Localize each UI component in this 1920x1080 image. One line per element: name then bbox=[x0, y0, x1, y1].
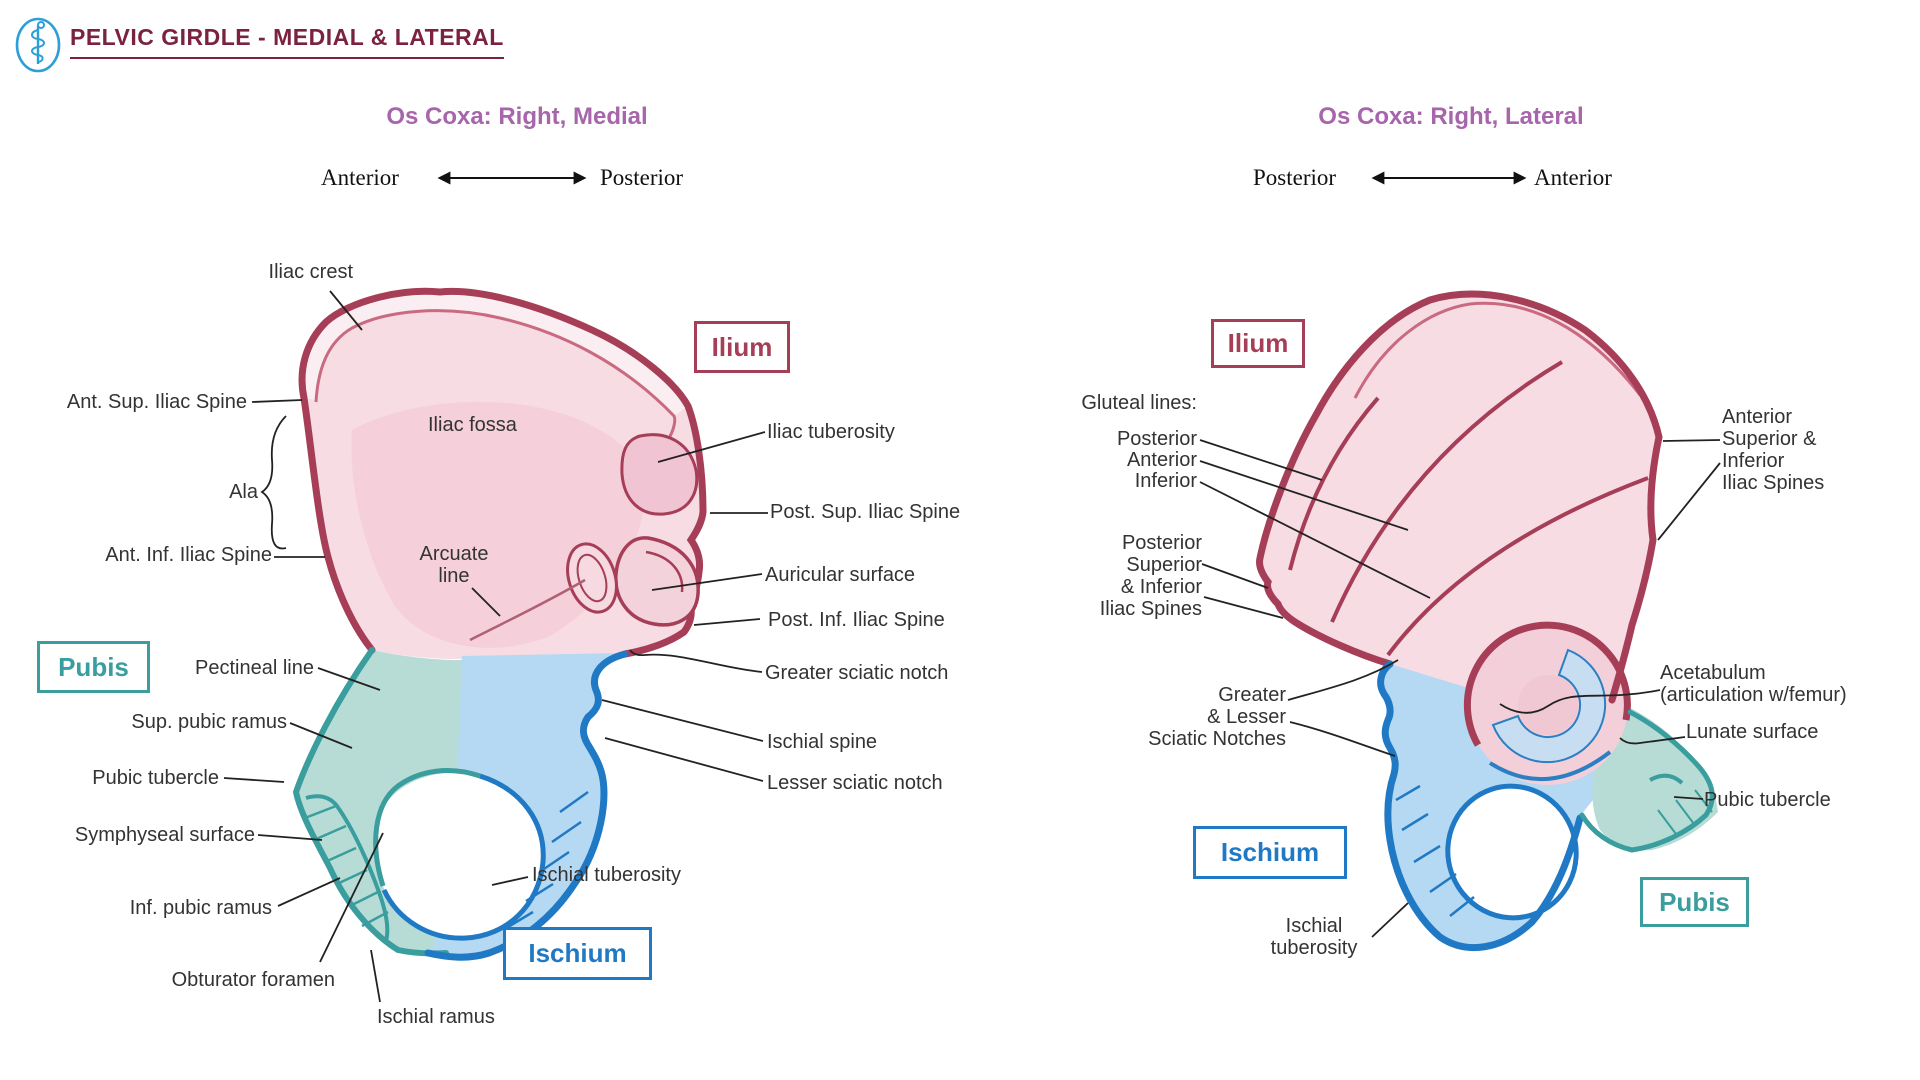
ischial-tuberosity-hatching-lateral bbox=[1395, 784, 1475, 917]
label-greater-sciatic-notch: Greater sciatic notch bbox=[765, 662, 949, 684]
page-title: PELVIC GIRDLE - MEDIAL & LATERAL bbox=[70, 24, 504, 59]
pubis-hatching-lateral bbox=[1657, 789, 1713, 835]
lateral-pubis-box: Pubis bbox=[1640, 877, 1749, 927]
label-post-iliac-spines: Posterior Superior & Inferior Iliac Spin… bbox=[1099, 532, 1202, 620]
label-gluteal-anterior: Anterior bbox=[1126, 449, 1197, 471]
label-ant-sup-iliac-spine: Ant. Sup. Iliac Spine bbox=[66, 391, 247, 413]
label-iliac-fossa: Iliac fossa bbox=[428, 414, 517, 436]
ischial-tuberosity-hatching bbox=[507, 790, 589, 929]
label-post-inf-iliac-spine: Post. Inf. Iliac Spine bbox=[768, 609, 945, 631]
symphyseal-hatching bbox=[304, 804, 389, 928]
label-ala: Ala bbox=[229, 481, 258, 503]
label-sciatic-notches: Greater & Lesser Sciatic Notches bbox=[1148, 684, 1286, 750]
label-gluteal-lines-title: Gluteal lines: bbox=[1081, 392, 1197, 414]
label-pectineal-line: Pectineal line bbox=[195, 657, 314, 679]
label-ischial-ramus: Ischial ramus bbox=[377, 1006, 495, 1028]
label-iliac-crest: Iliac crest bbox=[268, 261, 353, 283]
label-pubic-tubercle: Pubic tubercle bbox=[92, 767, 219, 789]
medial-bone-illustration bbox=[292, 287, 707, 961]
label-auricular-surface: Auricular surface bbox=[765, 564, 916, 586]
label-ant-iliac-spines: Anterior Superior & Inferior Iliac Spine… bbox=[1722, 406, 1825, 494]
label-arcuate-line: Arcuate line bbox=[419, 543, 489, 587]
medial-direction-posterior: Posterior bbox=[600, 165, 684, 190]
medial-direction-anterior: Anterior bbox=[321, 165, 399, 190]
medial-ischium-box: Ischium bbox=[503, 927, 652, 980]
label-symphyseal-surface: Symphyseal surface bbox=[74, 824, 255, 846]
medial-ilium-box: Ilium bbox=[694, 321, 790, 373]
label-obturator-foramen: Obturator foramen bbox=[171, 969, 335, 991]
leader-lines bbox=[223, 290, 1721, 1003]
label-sup-pubic-ramus: Sup. pubic ramus bbox=[131, 711, 287, 733]
lateral-ilium-box: Ilium bbox=[1211, 319, 1305, 368]
gluteal-lines bbox=[1288, 360, 1649, 657]
label-ant-inf-iliac-spine: Ant. Inf. Iliac Spine bbox=[105, 544, 272, 566]
lateral-direction-posterior: Posterior bbox=[1253, 165, 1337, 190]
lateral-bone-illustration bbox=[1256, 290, 1718, 952]
label-gluteal-inferior: Inferior bbox=[1134, 470, 1197, 492]
asclepius-staff-icon bbox=[15, 17, 61, 73]
lateral-ischium-box: Ischium bbox=[1193, 826, 1347, 879]
label-ischial-tuberosity-lateral: Ischial tuberosity bbox=[1270, 915, 1358, 959]
label-lesser-sciatic-notch: Lesser sciatic notch bbox=[767, 772, 943, 794]
medial-heading: Os Coxa: Right, Medial bbox=[386, 103, 648, 130]
label-inf-pubic-ramus: Inf. pubic ramus bbox=[129, 897, 272, 919]
label-lunate-surface: Lunate surface bbox=[1686, 721, 1819, 743]
label-acetabulum: Acetabulum (articulation w/femur) bbox=[1660, 662, 1847, 706]
label-iliac-tuberosity: Iliac tuberosity bbox=[767, 421, 895, 443]
lateral-heading: Os Coxa: Right, Lateral bbox=[1318, 103, 1584, 130]
medial-pubis-box: Pubis bbox=[37, 641, 150, 693]
lateral-direction-anterior: Anterior bbox=[1534, 165, 1612, 190]
label-ischial-tuberosity: Ischial tuberosity bbox=[532, 864, 681, 886]
label-ischial-spine: Ischial spine bbox=[767, 731, 878, 753]
label-pubic-tubercle-lateral: Pubic tubercle bbox=[1704, 789, 1831, 811]
label-gluteal-posterior: Posterior bbox=[1116, 428, 1197, 450]
label-post-sup-iliac-spine: Post. Sup. Iliac Spine bbox=[770, 501, 961, 523]
